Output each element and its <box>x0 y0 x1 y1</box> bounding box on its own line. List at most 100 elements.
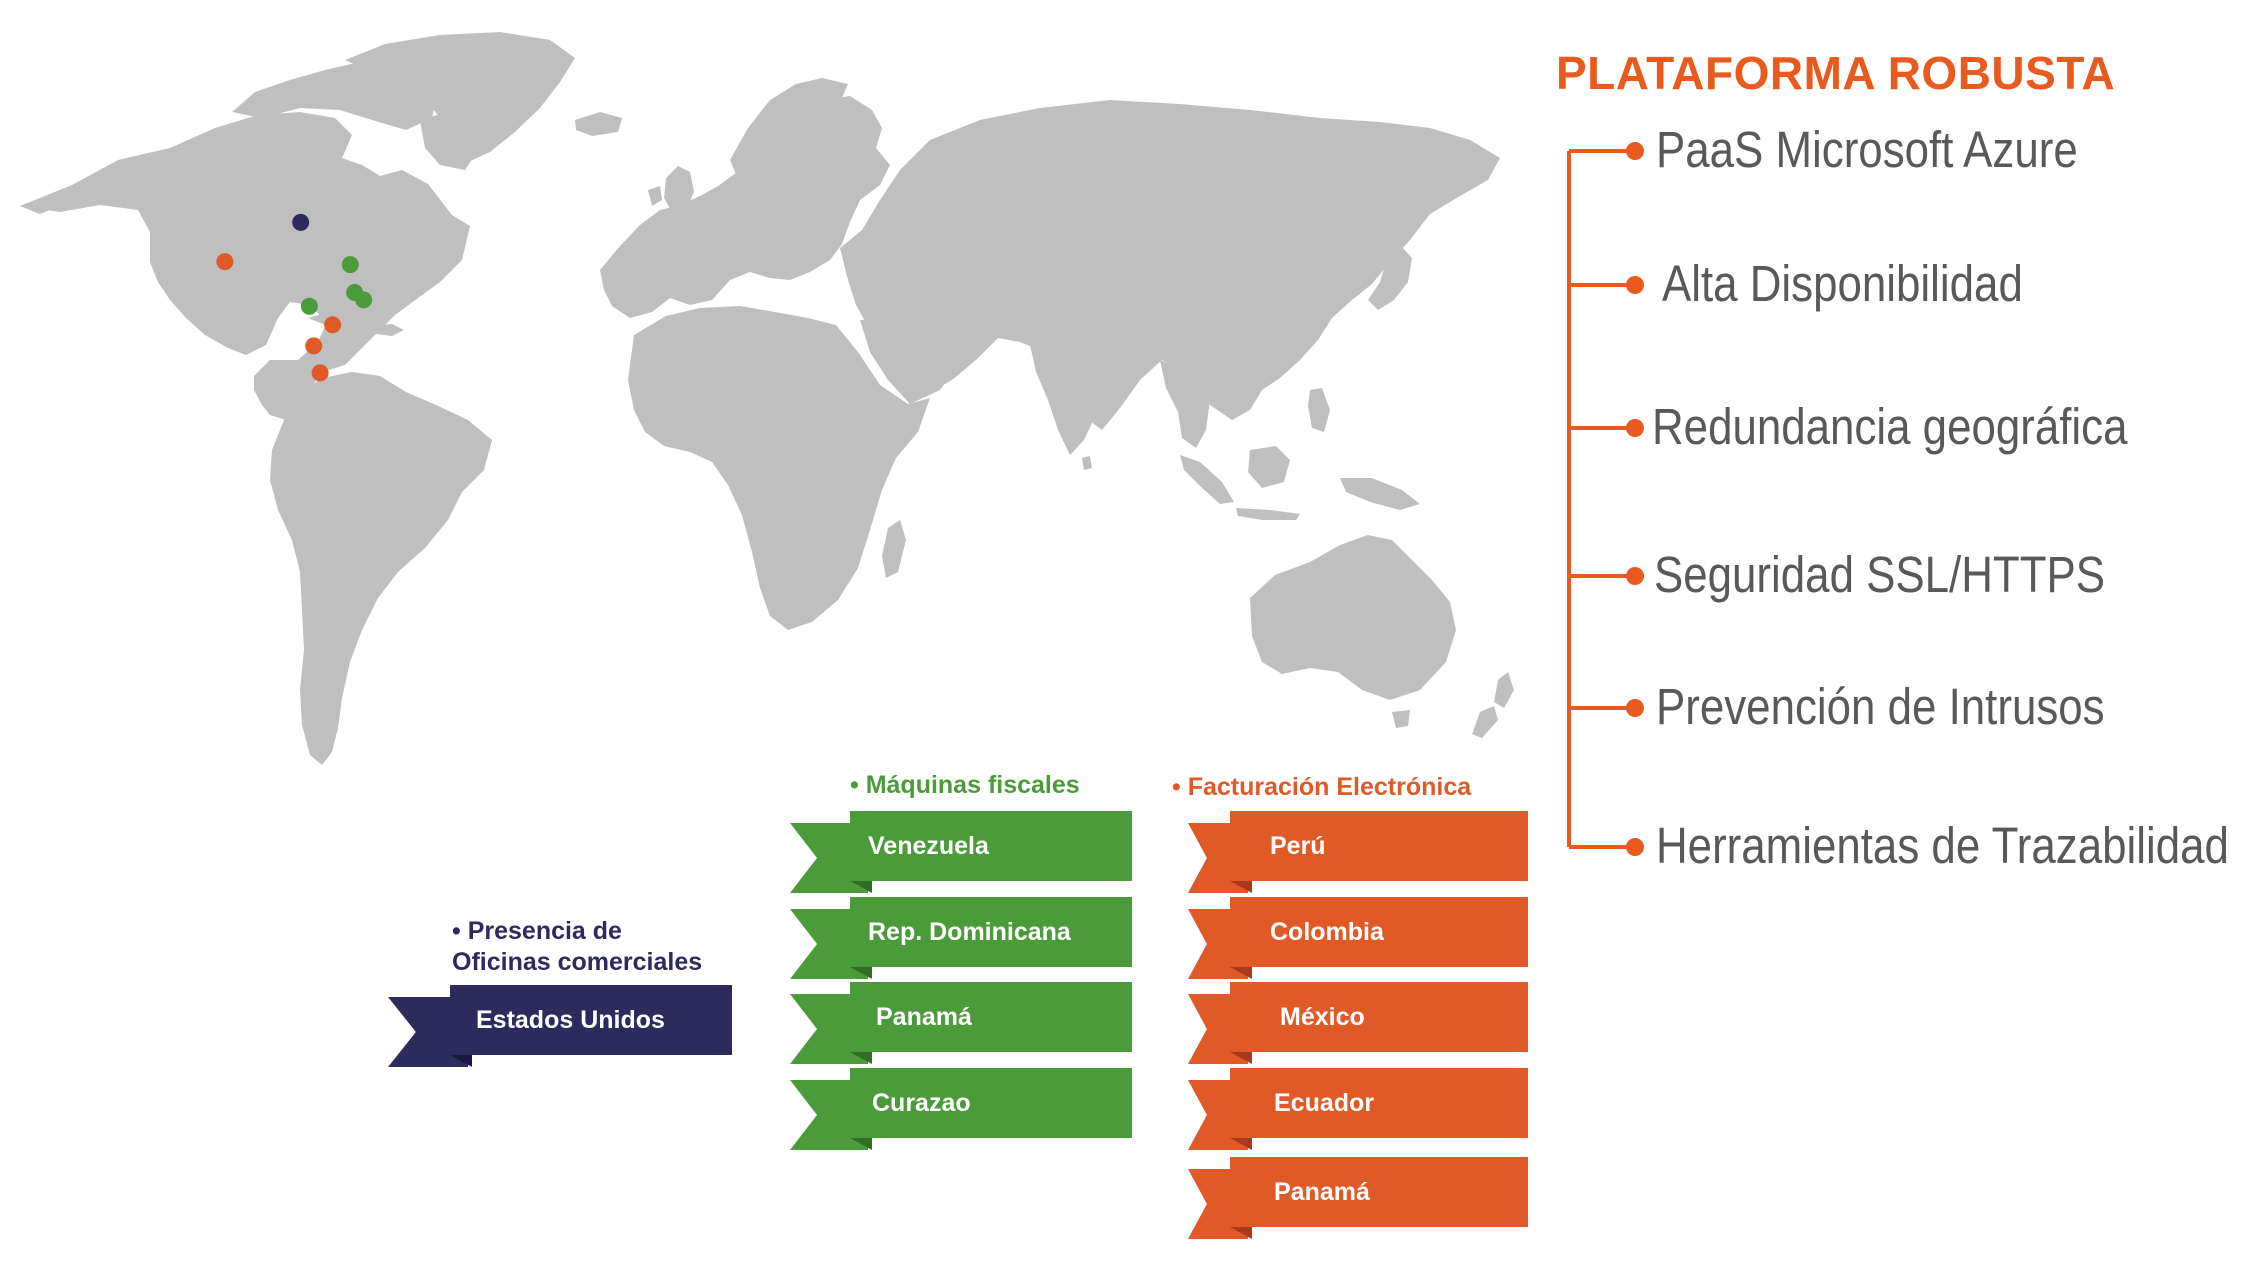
new-guinea-landmass <box>1340 478 1420 510</box>
ireland-landmass <box>648 186 662 206</box>
ribbon-shape <box>388 985 732 1067</box>
australia-landmass <box>1250 535 1456 700</box>
map-markers <box>216 213 373 382</box>
ribbon-body <box>850 811 1132 881</box>
einvoice-ribbon: México <box>1188 982 1528 1064</box>
feature-bullet-icon <box>1626 142 1644 160</box>
ribbon-fold <box>1230 1052 1252 1064</box>
marker-mexico <box>216 253 234 271</box>
feature-item: PaaS Microsoft Azure <box>1656 121 2078 178</box>
ribbon-body <box>850 897 1132 967</box>
einvoice-heading: • Facturación Electrónica <box>1172 773 1472 801</box>
europe-landmass <box>600 96 890 318</box>
ribbon-shape <box>790 897 1132 979</box>
africa-landmass <box>628 306 930 630</box>
ribbon-fold <box>1230 1138 1252 1150</box>
ribbon-label: Curazao <box>872 1089 971 1117</box>
ribbon-shape <box>1188 1068 1528 1150</box>
india-landmass <box>1030 340 1112 455</box>
features-tree <box>1567 142 1644 856</box>
ribbon-shape <box>1188 1157 1528 1239</box>
ribbon-body <box>850 982 1132 1052</box>
ribbon-tail <box>388 997 468 1067</box>
new-zealand-landmass <box>1494 672 1514 708</box>
tasmania-landmass <box>1392 710 1410 728</box>
fiscal-heading: • Máquinas fiscales <box>850 771 1080 799</box>
java-landmass <box>1236 508 1300 520</box>
ribbon-shape <box>1188 811 1528 893</box>
einvoice-ribbon: Colombia <box>1188 897 1528 979</box>
feature-bullet-icon <box>1626 276 1644 294</box>
einvoice-ribbon: Perú <box>1188 811 1528 893</box>
ribbon-label: Rep. Dominicana <box>868 918 1071 946</box>
einvoice-ribbon: Panamá <box>1188 1157 1528 1239</box>
platform-title: PLATAFORMA ROBUSTA <box>1556 47 2116 99</box>
ribbon-fold <box>1230 967 1252 979</box>
ribbon-body <box>1230 811 1528 881</box>
japan-landmass <box>1368 245 1412 310</box>
asia-landmass <box>840 100 1500 430</box>
ribbon-fold <box>850 1138 872 1150</box>
british-isles-landmass <box>664 166 694 212</box>
feature-bullet-icon <box>1626 567 1644 585</box>
feature-item: Redundancia geográfica <box>1652 398 2128 455</box>
ribbon-body <box>850 1068 1132 1138</box>
feature-item: Alta Disponibilidad <box>1662 255 2023 312</box>
ribbon-body <box>1230 897 1528 967</box>
offices-heading: • Presencia de Oficinas comerciales <box>452 916 702 979</box>
sumatra-landmass <box>1180 455 1234 504</box>
ribbon-label: Ecuador <box>1274 1089 1375 1117</box>
new-zealand-south-landmass <box>1472 706 1498 738</box>
office-ribbon: Estados Unidos <box>388 985 732 1067</box>
ribbon-label: Estados Unidos <box>476 1006 665 1034</box>
ribbon-label: Panamá <box>1274 1178 1370 1206</box>
ribbon-label: Venezuela <box>868 832 989 860</box>
iceland-landmass <box>575 112 622 136</box>
fiscal-ribbon: Rep. Dominicana <box>790 897 1132 979</box>
madagascar-landmass <box>882 520 906 578</box>
offices-heading-line2: Oficinas comerciales <box>452 948 703 977</box>
ribbon-label: México <box>1280 1003 1365 1031</box>
ribbon-shape <box>790 811 1132 893</box>
borneo-landmass <box>1248 446 1290 488</box>
ribbon-label: Perú <box>1270 832 1326 860</box>
feature-bullet-icon <box>1626 838 1644 856</box>
marker-peru <box>311 364 329 382</box>
fiscal-ribbon: Curazao <box>790 1068 1132 1150</box>
marker-dominican-republic <box>341 256 359 274</box>
marker-colombia <box>324 316 342 334</box>
einvoice-ribbon: Ecuador <box>1188 1068 1528 1150</box>
ribbon-fold <box>1230 1227 1252 1239</box>
alaska-landmass <box>20 190 70 214</box>
philippines-landmass <box>1308 388 1330 432</box>
ribbon-label: Colombia <box>1270 918 1384 946</box>
ribbon-body <box>450 985 732 1055</box>
greenland-landmass <box>345 32 575 162</box>
feature-item: Herramientas de Trazabilidad <box>1656 817 2229 874</box>
feature-bullet-icon <box>1626 419 1644 437</box>
world-map <box>20 32 1514 765</box>
ribbon-tail <box>790 909 868 979</box>
feature-item: Seguridad SSL/HTTPS <box>1654 546 2106 603</box>
offices-heading-line1: • Presencia de <box>452 917 622 945</box>
ribbon-body <box>1230 1068 1528 1138</box>
sri-lanka-landmass <box>1082 456 1092 470</box>
indochina-landmass <box>1160 360 1210 448</box>
marker-venezuela <box>355 291 373 309</box>
feature-bullet-icon <box>1626 699 1644 717</box>
ribbon-fold <box>850 1052 872 1064</box>
ribbon-body <box>1230 1157 1528 1227</box>
ribbon-fold <box>1230 881 1252 893</box>
ribbon-shape <box>1188 982 1528 1064</box>
ribbon-fold <box>850 881 872 893</box>
ribbon-body <box>1230 982 1528 1052</box>
marker-panama-fiscal <box>300 297 318 315</box>
fiscal-ribbon: Venezuela <box>790 811 1132 893</box>
scandinavia-landmass <box>730 78 848 178</box>
ribbon-tail <box>790 1080 868 1150</box>
ribbon-label: Panamá <box>876 1003 972 1031</box>
north-america-landmass <box>20 112 470 420</box>
ribbon-shape <box>790 982 1132 1064</box>
hispaniola-landmass <box>372 324 404 336</box>
ribbon-shape <box>790 1068 1132 1150</box>
